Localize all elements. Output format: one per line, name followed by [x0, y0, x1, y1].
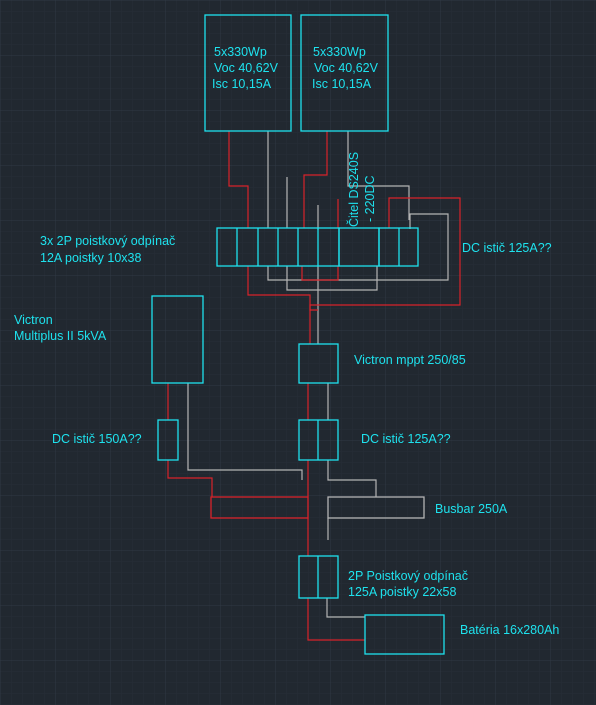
panel-right-power: 5x330Wp — [313, 45, 366, 59]
mppt-box[interactable] — [298, 343, 339, 384]
solar-panel-right[interactable]: 5x330Wp Voc 40,62V Isc 10,15A — [300, 14, 389, 132]
solar-panel-left[interactable]: 5x330Wp Voc 40,62V Isc 10,15A — [204, 14, 292, 132]
inverter-label-line2: Multiplus II 5kVA — [14, 329, 107, 343]
busbar-negative[interactable] — [327, 496, 425, 519]
battery-fuse-box[interactable] — [298, 555, 339, 599]
panel-right-isc: Isc 10,15A — [312, 77, 372, 91]
busbar-positive[interactable] — [210, 496, 309, 519]
battery-fuse-label-line2: 125A poistky 22x58 — [348, 585, 456, 599]
mppt-label: Victron mppt 250/85 — [354, 353, 466, 367]
dc-breaker-125-box[interactable] — [298, 419, 339, 461]
dc-breaker-top-label: DC istič 125A?? — [462, 241, 552, 255]
panel-left-power: 5x330Wp — [214, 45, 267, 59]
sensor-label-line1: Čitel DS240S — [346, 152, 361, 227]
fuse-disconnector-label-line2: 12A poistky 10x38 — [40, 251, 142, 265]
battery-box[interactable] — [364, 614, 445, 655]
battery-label: Batéria 16x280Ah — [460, 623, 559, 637]
positive-wires — [167, 131, 461, 641]
busbar-label: Busbar 250A — [435, 502, 508, 516]
dc-breaker-150-box[interactable] — [157, 419, 179, 461]
dc-breaker-150-label: DC istič 150A?? — [52, 432, 142, 446]
panel-left-voc: Voc 40,62V — [214, 61, 279, 75]
negative-wires — [187, 131, 449, 618]
panel-right-voc: Voc 40,62V — [314, 61, 379, 75]
sensor-label-line2: - 220DC — [363, 175, 377, 222]
panel-left-isc: Isc 10,15A — [212, 77, 272, 91]
battery-fuse-label-line1: 2P Poistkový odpínač — [348, 569, 468, 583]
dc-breaker-125-label: DC istič 125A?? — [361, 432, 451, 446]
fuse-disconnector-label-line1: 3x 2P poistkový odpínač — [40, 234, 175, 248]
inverter-box[interactable] — [151, 295, 204, 384]
dc-breaker-top-box[interactable] — [378, 227, 419, 267]
inverter-label-line1: Victron — [14, 313, 53, 327]
